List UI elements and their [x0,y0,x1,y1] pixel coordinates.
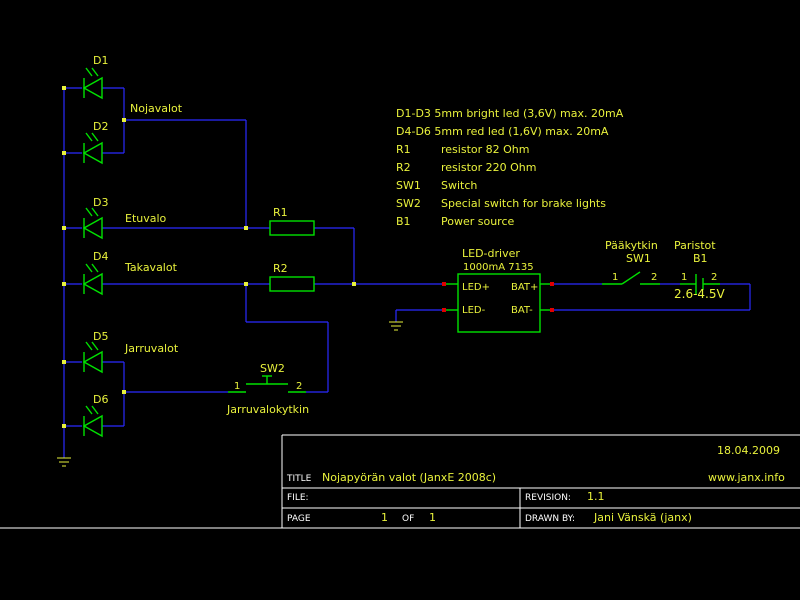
sw2-label: Jarruvalokytkin [226,403,309,416]
ground-symbol-driver [389,321,403,331]
led-driver-body [457,273,541,333]
label-sw1: SW1 [626,252,651,265]
note-ref: SW1 [396,179,421,192]
title-block-date: 18.04.2009 [717,444,780,457]
b1-pin2: 2 [711,272,717,283]
title-block-website: www.janx.info [708,471,785,484]
driver-subtitle: 1000mA 7135 [463,262,534,273]
note-ref: B1 [396,215,411,228]
drawn-by-value: Jani Vänskä (janx) [593,511,692,524]
switch-sw1 [602,271,660,285]
label-d2: D2 [93,120,108,133]
of-label: OF [402,514,414,524]
net-label-takavalot: Takavalot [124,261,178,274]
note-desc: Power source [441,215,515,228]
label-b1: B1 [693,252,708,265]
driver-pin-bat-minus: BAT- [511,305,533,316]
b1-value: 2.6-4.5V [674,287,725,301]
label-r1: R1 [273,206,288,219]
sw2-pin2: 2 [296,381,302,392]
net-label-etuvalo: Etuvalo [125,212,167,225]
driver-pin-bat-plus: BAT+ [511,282,538,293]
label-d3: D3 [93,196,108,209]
b1-pin1: 1 [681,272,687,283]
led-d2 [82,132,103,165]
net-label-nojavalot: Nojavalot [130,102,183,115]
sw1-name: Pääkytkin [605,239,658,252]
wires [63,87,751,458]
page-label: PAGE [287,514,311,524]
note-ref: R2 [396,161,411,174]
title-label: TITLE [286,474,312,484]
driver-pin-led-plus: LED+ [462,282,490,293]
page-number: 1 [381,511,388,524]
note-leds-bright: D1-D3 5mm bright led (3,6V) max. 20mA [396,107,624,120]
battery-b1 [680,274,720,294]
resistor-r1 [269,220,315,236]
led-d1 [82,67,103,100]
page-total: 1 [429,511,436,524]
title-block [0,434,800,529]
resistor-r2 [269,276,315,292]
label-d1: D1 [93,54,108,67]
note-desc: Special switch for brake lights [441,197,606,210]
title-text: Nojapyörän valot (JanxE 2008c) [322,471,496,484]
driver-pin-led-minus: LED- [462,305,486,316]
sw1-pin1: 1 [612,272,618,283]
note-desc: Switch [441,179,477,192]
label-sw2: SW2 [260,362,285,375]
revision-label: REVISION: [525,493,571,503]
label-d4: D4 [93,250,108,263]
pin-markers [442,282,554,312]
led-d4 [82,263,103,296]
junctions [62,86,356,428]
sw1-pin2: 2 [651,272,657,283]
led-d3 [82,207,103,240]
drawn-by-label: DRAWN BY: [525,514,575,524]
label-d6: D6 [93,393,108,406]
driver-title: LED-driver [462,247,520,260]
note-ref: SW2 [396,197,421,210]
b1-name: Paristot [674,239,716,252]
note-leds-red: D4-D6 5mm red led (1,6V) max. 20mA [396,125,609,138]
file-label: FILE: [287,493,309,503]
ground-symbol-left [57,457,71,467]
note-desc: resistor 82 Ohm [441,143,529,156]
label-d5: D5 [93,330,108,343]
component-notes: D1-D3 5mm bright led (3,6V) max. 20mA D4… [396,107,624,228]
switch-sw2 [228,375,306,393]
led-d5 [82,341,103,374]
sw2-pin1: 1 [234,381,240,392]
note-ref: R1 [396,143,411,156]
led-d6 [82,405,103,438]
label-r2: R2 [273,262,288,275]
note-desc: resistor 220 Ohm [441,161,536,174]
net-label-jarruvalot: Jarruvalot [124,342,179,355]
revision-value: 1.1 [587,490,605,503]
